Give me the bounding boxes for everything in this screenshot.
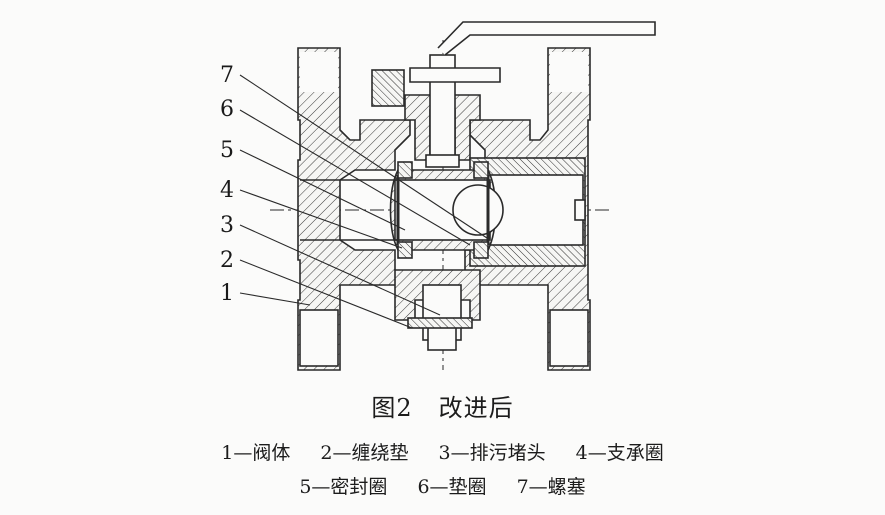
callout-3: 3 — [220, 213, 234, 238]
leader-2 — [239, 259, 413, 329]
legend-item: 3—排污堵头 — [438, 442, 546, 464]
callout-1: 1 — [220, 281, 234, 306]
legend-item: 6—垫圈 — [417, 476, 487, 498]
leader-7 — [239, 74, 491, 241]
leader-4 — [239, 189, 403, 249]
callout-5: 5 — [220, 138, 234, 163]
legend-item: 5—密封圈 — [299, 476, 388, 498]
seal-ring-left — [397, 161, 413, 179]
handle — [437, 21, 656, 56]
legend-item: 7—螺塞 — [516, 476, 586, 498]
callout-6: 6 — [220, 97, 234, 122]
seal-ring-right — [473, 161, 489, 179]
stop-block — [371, 69, 405, 107]
legend-row-2: 5—密封圈 6—垫圈 7—螺塞 — [0, 472, 885, 499]
left-flange — [297, 47, 412, 371]
spiral-gasket — [407, 317, 473, 329]
leader-6 — [239, 109, 471, 246]
ball-valve-section-drawing: 7 6 5 4 3 2 1 — [220, 21, 656, 371]
leader-1 — [239, 292, 311, 306]
leader-3 — [239, 224, 441, 316]
caption-number: 图2 — [371, 394, 413, 422]
callout-2: 2 — [220, 248, 234, 273]
callout-4: 4 — [220, 178, 234, 203]
leader-5 — [239, 149, 406, 231]
figure-caption: 图2 改进后 — [0, 388, 885, 423]
legend-item: 1—阀体 — [221, 442, 291, 464]
legend-row-1: 1—阀体 2—缠绕垫 3—排污堵头 4—支承圈 — [0, 438, 885, 465]
caption-title: 改进后 — [438, 394, 514, 422]
legend-item: 2—缠绕垫 — [320, 442, 409, 464]
callout-7: 7 — [220, 63, 234, 88]
legend-item: 4—支承圈 — [575, 442, 664, 464]
